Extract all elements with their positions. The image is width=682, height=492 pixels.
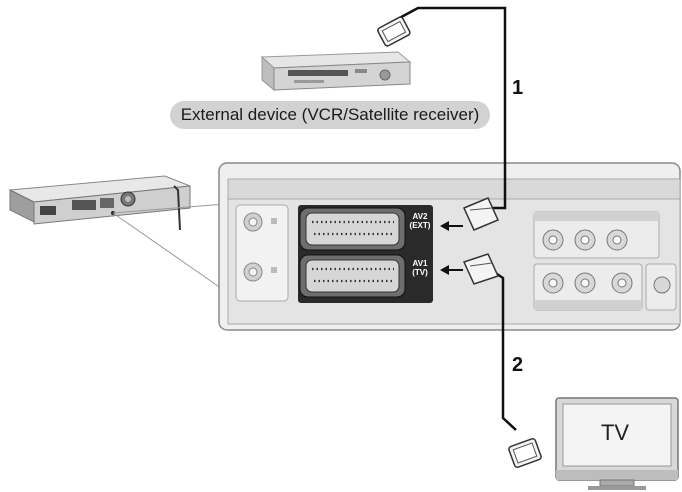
- rear-panel: [218, 162, 681, 331]
- tv-label: TV: [600, 420, 630, 445]
- av1-label-line1: AV1: [412, 259, 428, 268]
- connection-number-2: 2: [512, 354, 524, 376]
- home-theater-unit-icon: [8, 175, 191, 231]
- arrow-icon: [440, 221, 463, 231]
- av1-label-line2: (TV): [412, 268, 428, 277]
- vcr-icon: [260, 51, 412, 92]
- scart-plug-icon: [377, 16, 411, 47]
- arrow-icon: [440, 265, 463, 275]
- scart-plug-icon: [508, 437, 542, 469]
- scart-plug-av2: [462, 197, 500, 231]
- av2-port-label: AV2 (EXT): [408, 212, 432, 230]
- av2-label-line1: AV2: [412, 212, 428, 221]
- callout-line-top: [112, 202, 239, 214]
- callout-line-bottom: [112, 212, 239, 301]
- cable-1: [391, 6, 507, 210]
- connection-number-1: 1: [512, 77, 524, 99]
- av1-port-label: AV1 (TV): [408, 259, 432, 277]
- av2-label-line2: (EXT): [409, 221, 431, 230]
- tv-icon: [555, 397, 679, 490]
- scart-plug-av1: [462, 253, 500, 285]
- external-device-label: External device (VCR/Satellite receiver): [170, 101, 490, 129]
